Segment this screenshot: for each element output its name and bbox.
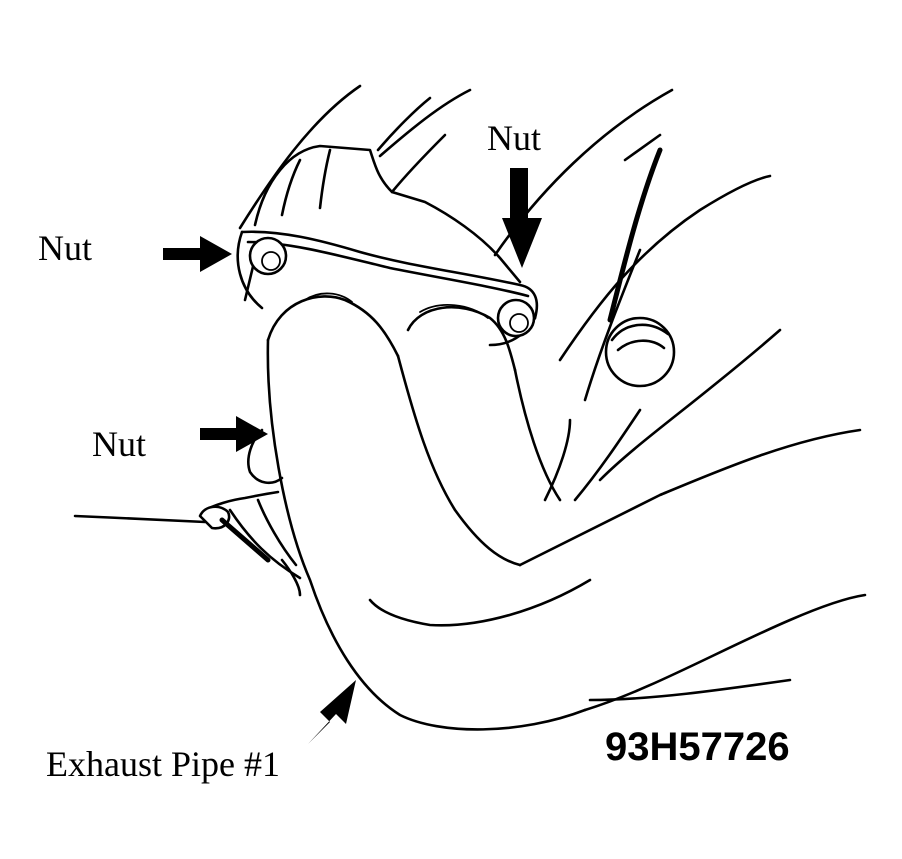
- lower-mount-bracket: [73, 428, 302, 597]
- side-plug-shape: [604, 316, 676, 388]
- nut-label-middle: Nut: [92, 424, 146, 464]
- arrow-nut-middle: [200, 416, 268, 452]
- arrow-exhaust-pipe: [300, 680, 356, 752]
- arrow-nut-left: [163, 236, 232, 272]
- arrow-nut-top: [502, 168, 542, 268]
- nut-left-shape: [248, 236, 288, 276]
- nut-top-right-shape: [496, 298, 536, 338]
- exhaust-pipe-shape: [266, 292, 867, 731]
- nut-label-top: Nut: [487, 118, 541, 158]
- exhaust-pipe-label: Exhaust Pipe #1: [46, 744, 280, 784]
- figure-code: 93H57726: [605, 725, 790, 769]
- nut-label-left: Nut: [38, 228, 92, 268]
- manifold-flange: [236, 96, 539, 347]
